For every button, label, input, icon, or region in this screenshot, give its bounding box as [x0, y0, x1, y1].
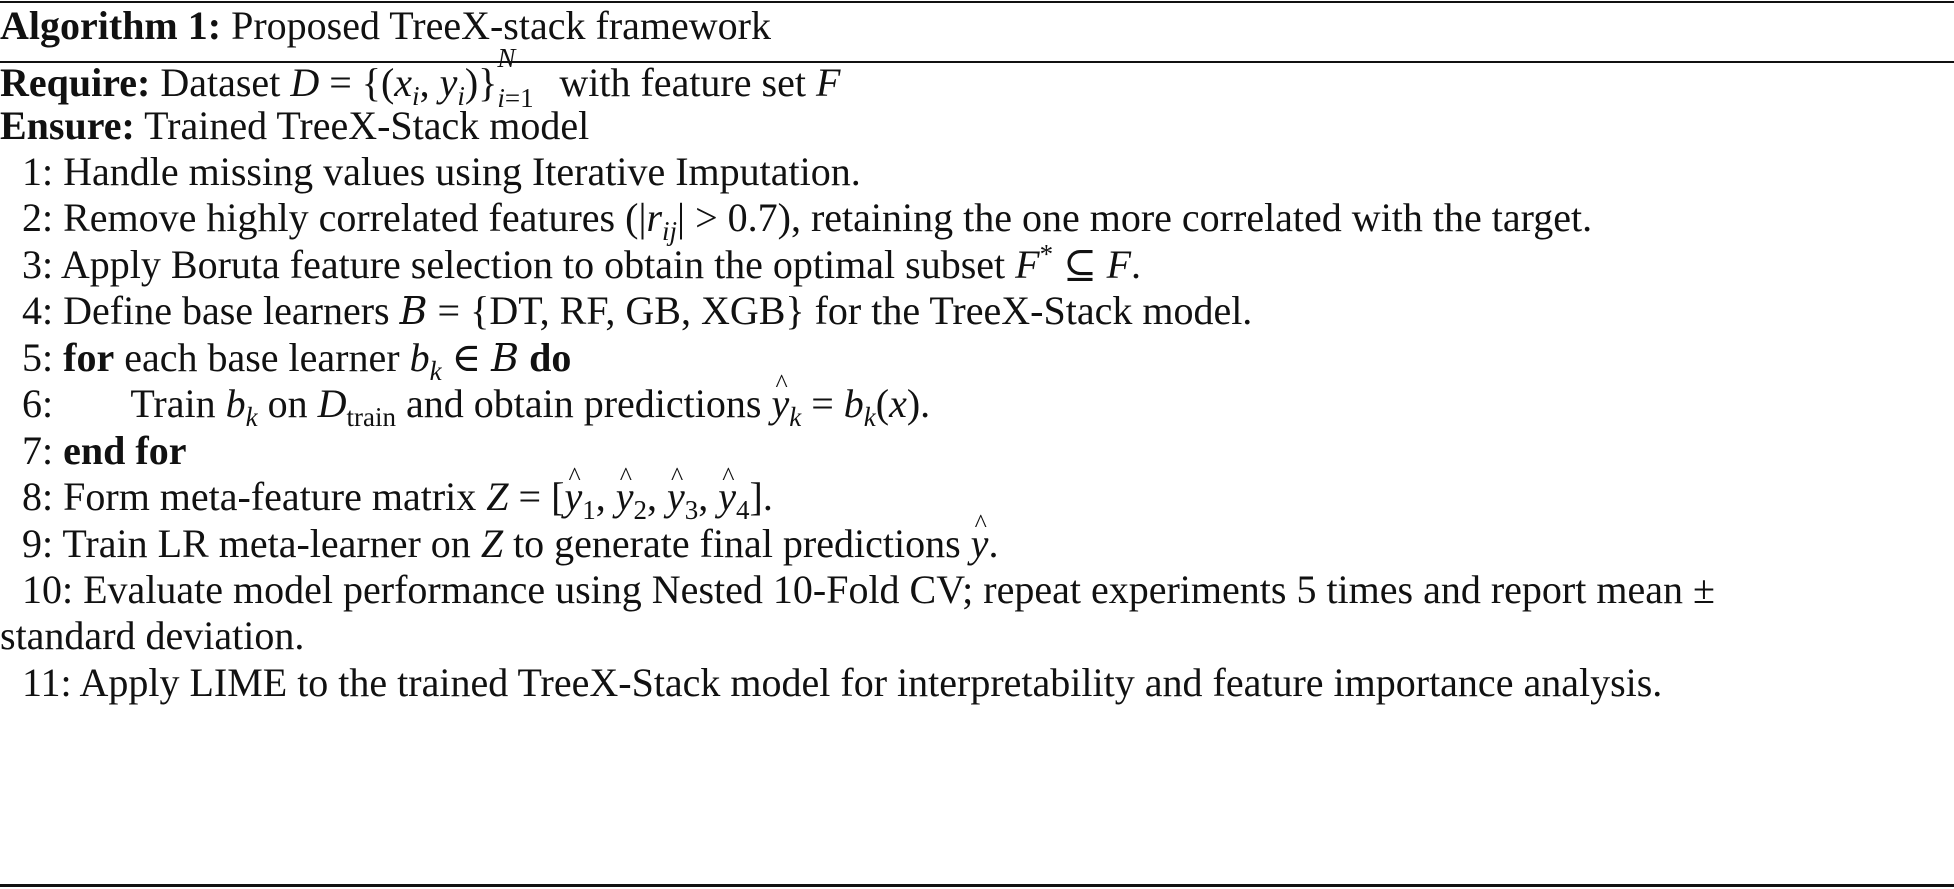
step-10-continuation: standard deviation.: [0, 612, 304, 660]
step-2: 2: Remove highly correlated features (|r…: [22, 195, 1593, 246]
step-text-before: each base learner: [114, 335, 410, 380]
step-text: Apply LIME to the trained TreeX-Stack mo…: [79, 660, 1663, 705]
dataset-symbol: D: [290, 60, 320, 105]
step-number: 2:: [22, 195, 54, 240]
caption-rule: [0, 61, 1954, 63]
step-text-before: Apply Boruta feature selection to obtain…: [60, 242, 1016, 287]
step-text-cont: standard deviation.: [0, 613, 305, 658]
feature-set-symbol: F: [815, 60, 841, 105]
step-text-before: Train LR meta-learner on: [62, 521, 481, 566]
step-text-after: > 0.7), retaining the one more correlate…: [685, 195, 1593, 240]
step-text-after: and obtain predictions: [395, 381, 772, 426]
step-number: 7:: [22, 428, 54, 473]
require-text-after: with feature set: [549, 60, 816, 105]
require-text-before: Dataset: [160, 60, 291, 105]
step-text-before: Train: [130, 381, 226, 426]
step-3: 3: Apply Boruta feature selection to obt…: [22, 239, 1142, 288]
for-keyword: for: [63, 335, 115, 380]
step-text-mid: to generate final predictions: [503, 521, 971, 566]
require-keyword: Require:: [0, 60, 151, 105]
ensure-line: Ensure: Trained TreeX-Stack model: [0, 102, 589, 150]
step-6: 6: Train bk on Dtrain and obtain predict…: [0, 360, 930, 431]
step-text: Handle missing values using Iterative Im…: [63, 149, 861, 194]
top-rule: [0, 1, 1954, 3]
step-text: Evaluate model performance using Nested …: [83, 567, 1715, 612]
step-number: 5:: [22, 335, 54, 380]
step-4: 4: Define base learners B = {DT, RF, GB,…: [22, 288, 1253, 333]
step-1: 1: Handle missing values using Iterative…: [0, 148, 861, 196]
caption-title: Proposed TreeX-stack framework: [231, 3, 771, 48]
end-for-keyword: end for: [63, 428, 187, 473]
caption-label: Algorithm 1:: [0, 3, 222, 48]
step-number: 10:: [22, 567, 74, 612]
do-keyword: do: [529, 335, 572, 380]
step-text-before: Remove highly correlated features (: [63, 195, 639, 240]
step-8: 8: Form meta-feature matrix Z = [y1, y2,…: [0, 453, 773, 524]
step-text-after: .: [1131, 242, 1142, 287]
step-7: 7: end for: [0, 427, 186, 475]
step-10: 10: Evaluate model performance using Nes…: [0, 566, 1715, 614]
step-9: 9: Train LR meta-learner on Z to generat…: [0, 500, 998, 568]
step-text-after: for the TreeX-Stack model.: [804, 288, 1253, 333]
step-number: 1:: [22, 149, 54, 194]
step-text-before: Form meta-feature matrix: [63, 474, 487, 519]
step-number: 8:: [22, 474, 54, 519]
step-number: 4:: [22, 288, 54, 333]
base-learner-set: DT, RF, GB, XGB: [489, 288, 786, 333]
step-number: 11:: [22, 660, 72, 705]
ensure-keyword: Ensure:: [0, 103, 135, 148]
step-number: 9:: [22, 521, 54, 566]
step-5: 5: for each base learner bk ∈ B do: [22, 335, 572, 386]
ensure-text: Trained TreeX-Stack model: [144, 103, 590, 148]
algorithm-caption: Algorithm 1: Proposed TreeX-stack framew…: [0, 2, 771, 50]
step-text-mid: on: [257, 381, 318, 426]
step-text-before: Define base learners: [63, 288, 400, 333]
step-number: 3:: [22, 242, 54, 287]
step-number: 6:: [22, 381, 54, 426]
step-11: 11: Apply LIME to the trained TreeX-Stac…: [0, 659, 1662, 707]
bottom-rule: [0, 884, 1954, 887]
